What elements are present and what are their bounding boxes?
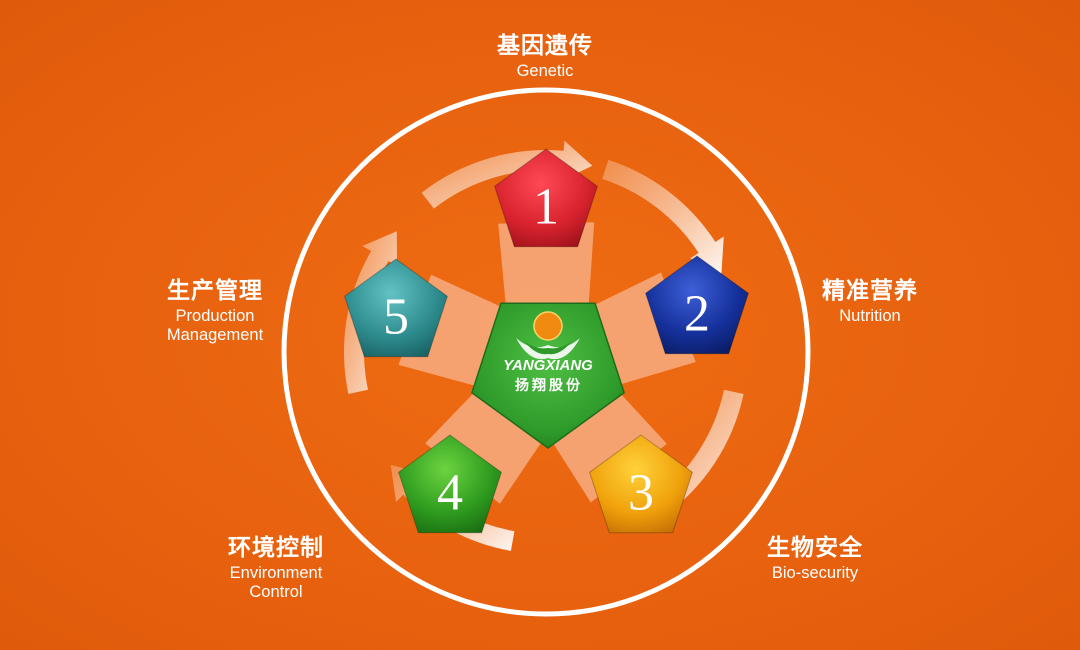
- step-number-biosecurity: 3: [628, 465, 654, 522]
- label-biosecurity: 生物安全 Bio-security: [740, 535, 890, 583]
- step-pentagon-biosecurity: [589, 434, 693, 534]
- yangxiang-logo: [516, 311, 580, 360]
- label-nutrition: 精准营养 Nutrition: [795, 278, 945, 326]
- label-nutrition-zh: 精准营养: [822, 278, 918, 304]
- step-number-environment: 4: [437, 465, 463, 522]
- label-genetic-zh: 基因遗传: [497, 33, 593, 59]
- cycle-arrow-4: [343, 231, 397, 394]
- step-production: 5: [344, 258, 448, 358]
- step-pentagon-genetic: [494, 148, 598, 248]
- step-pentagon-nutrition: [645, 255, 749, 355]
- outer-ring: [281, 87, 811, 617]
- label-production-zh: 生产管理: [167, 278, 263, 304]
- label-production-en-line1: Production: [175, 307, 255, 326]
- step-biosecurity: 3: [589, 434, 693, 534]
- label-nutrition-en: Nutrition: [839, 307, 901, 326]
- cycle-arrow-1: [602, 159, 724, 274]
- step-nutrition: 2: [645, 255, 749, 355]
- step-number-genetic: 1: [533, 179, 559, 236]
- label-environment-en-line1: Environment: [229, 564, 323, 583]
- step-pentagon-environment: [398, 434, 502, 534]
- label-genetic-en: Genetic: [516, 62, 574, 81]
- step-genetic: 1: [494, 148, 598, 248]
- brand-name-en: YANGXIANG: [503, 357, 593, 374]
- step-environment: 4: [398, 434, 502, 534]
- label-environment-en-line2: Control: [249, 583, 303, 602]
- step-pentagon-production: [344, 258, 448, 358]
- label-genetic: 基因遗传 Genetic: [460, 33, 630, 81]
- step-number-nutrition: 2: [684, 286, 710, 343]
- label-biosecurity-en: Bio-security: [771, 564, 859, 583]
- step-number-production: 5: [383, 289, 409, 346]
- label-production-en-line2: Management: [166, 326, 264, 345]
- label-production: 生产管理 Production Management: [140, 278, 290, 345]
- brand-name-zh: 扬翔股份: [515, 377, 583, 394]
- label-biosecurity-zh: 生物安全: [767, 535, 863, 561]
- label-environment-zh: 环境控制: [228, 535, 324, 561]
- label-environment: 环境控制 Environment Control: [196, 535, 356, 602]
- cycle-arrow-2: [630, 389, 744, 526]
- step-pentagons: 1 2 3 4 5: [344, 148, 749, 534]
- center-pentagon: YANGXIANG 扬翔股份: [471, 302, 625, 449]
